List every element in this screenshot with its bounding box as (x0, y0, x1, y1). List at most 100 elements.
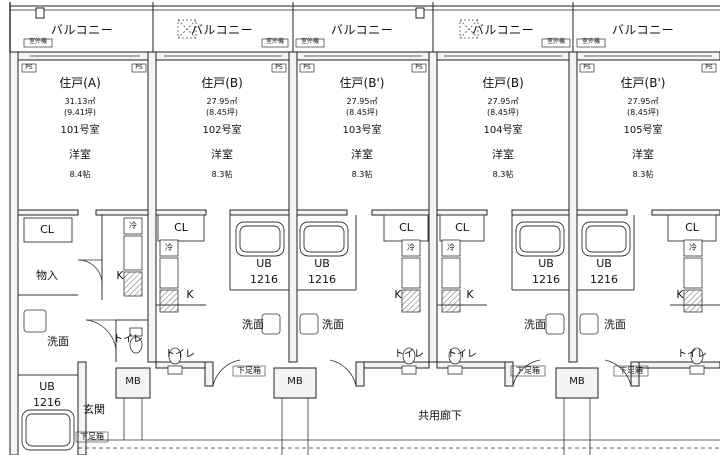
unit-type: 住戸(B) (482, 76, 524, 90)
outdoor-unit-label: 室外機 (546, 38, 566, 45)
unit-tsubo: (8.45坪) (345, 108, 379, 117)
unit-area: 27.95㎡ (487, 97, 519, 106)
toilet-label: トイレ (394, 349, 424, 360)
closet-label: CL (455, 221, 469, 234)
ps-label: PS (275, 64, 283, 71)
room-size: 8.3帖 (632, 170, 654, 179)
meter-box-label: MB (569, 376, 585, 387)
unit-bath-label: UB (538, 257, 554, 270)
fridge-label: 冷 (447, 243, 455, 252)
unit-bath-label: UB (256, 257, 272, 270)
closet-label: CL (685, 221, 699, 234)
room-western: 洋室 (211, 148, 233, 161)
meter-box-label: MB (125, 376, 141, 387)
closet-label: CL (174, 221, 188, 234)
unit-bath-size: 1216 (33, 396, 61, 409)
unit-tsubo: (9.41坪) (63, 108, 97, 117)
fridge-label: 冷 (165, 243, 173, 252)
washroom-label: 洗面 (604, 318, 626, 331)
unit-type: 住戸(B') (339, 76, 385, 90)
kitchen-label: K (466, 288, 474, 301)
room-western: 洋室 (492, 148, 514, 161)
toilet-label: トイレ (113, 334, 143, 345)
toilets (129, 327, 705, 375)
room-size: 8.3帖 (351, 170, 373, 179)
ps-label: PS (583, 64, 591, 71)
entrance-doors (85, 319, 632, 455)
room-size: 8.3帖 (492, 170, 514, 179)
room-size: 8.4帖 (69, 170, 91, 179)
balcony-label-5: バルコニー (611, 23, 675, 37)
unit-type: 住戸(A) (59, 76, 101, 90)
unit-tsubo: (8.45坪) (486, 108, 520, 117)
unit-area: 27.95㎡ (627, 97, 659, 106)
unit-type: 住戸(B) (201, 76, 243, 90)
washbasins (23, 309, 599, 335)
balcony-label-2: バルコニー (190, 23, 254, 37)
ps-label: PS (135, 64, 143, 71)
unit-room-number: 104号室 (483, 125, 523, 136)
room-western: 洋室 (69, 148, 91, 161)
fridge-label: 冷 (689, 243, 697, 252)
fridge-label: 冷 (129, 221, 137, 230)
unit-room-number: 105号室 (623, 125, 663, 136)
unit-area: 27.95㎡ (346, 97, 378, 106)
shoe-boxes (75, 365, 649, 443)
outdoor-unit-label: 室外機 (265, 38, 285, 45)
unit-room-number: 102号室 (202, 125, 242, 136)
closet-label: CL (399, 221, 413, 234)
outdoor-units (23, 38, 606, 48)
unit-tsubo: (8.45坪) (626, 108, 660, 117)
outdoor-unit-label: 室外機 (581, 38, 601, 45)
room-western: 洋室 (632, 148, 654, 161)
ps-boxes (21, 63, 717, 73)
bathtubs (21, 221, 631, 451)
toilet-label: トイレ (165, 349, 195, 360)
kitchens (123, 217, 703, 313)
balcony-label-1: バルコニー (50, 23, 114, 37)
toilet-label: トイレ (677, 349, 707, 360)
unit-bath-size: 1216 (590, 273, 618, 286)
kitchen-label: K (186, 288, 194, 301)
balcony-label-3: バルコニー (330, 23, 394, 37)
kitchen-label: K (394, 288, 402, 301)
meter-box-label: MB (287, 376, 303, 387)
storage-label: 物入 (36, 269, 58, 282)
unit-area: 27.95㎡ (206, 97, 238, 106)
ps-label: PS (25, 64, 33, 71)
unit-bath-label: UB (314, 257, 330, 270)
storage (77, 259, 103, 285)
unit-bath-label: UB (596, 257, 612, 270)
balcony-label-4: バルコニー (471, 23, 535, 37)
kitchen-label: K (116, 269, 124, 282)
unit-type: 住戸(B') (620, 76, 666, 90)
unit-bath-size: 1216 (250, 273, 278, 286)
fridge-label: 冷 (407, 243, 415, 252)
washroom-label: 洗面 (242, 318, 264, 331)
unit-bath-size: 1216 (308, 273, 336, 286)
entrance-label: 玄関 (83, 403, 105, 416)
outdoor-unit-label: 室外機 (28, 38, 48, 45)
unit-room-number: 101号室 (60, 125, 100, 136)
washroom-label: 洗面 (524, 318, 546, 331)
shoe-box-label: 下足箱 (619, 366, 643, 375)
corridor-label: 共用廊下 (418, 409, 462, 422)
unit-bath-label: UB (39, 380, 55, 393)
washroom-label: 洗面 (322, 318, 344, 331)
shoe-box-label: 下足箱 (237, 366, 261, 375)
balcony-frame (9, 2, 720, 52)
closet-label: CL (40, 223, 54, 236)
room-size: 8.3帖 (211, 170, 233, 179)
shoe-box-label: 下足箱 (80, 432, 104, 441)
unit-bath-size: 1216 (532, 273, 560, 286)
unit-room-number: 103号室 (342, 125, 382, 136)
outdoor-unit-label: 室外機 (300, 38, 320, 45)
corridor (78, 439, 720, 449)
unit-area: 31.13㎡ (64, 97, 96, 106)
ps-label: PS (705, 64, 713, 71)
ps-label: PS (303, 64, 311, 71)
hatch-boxes (177, 19, 479, 39)
washroom-label: 洗面 (47, 335, 69, 348)
unit-tsubo: (8.45坪) (205, 108, 239, 117)
